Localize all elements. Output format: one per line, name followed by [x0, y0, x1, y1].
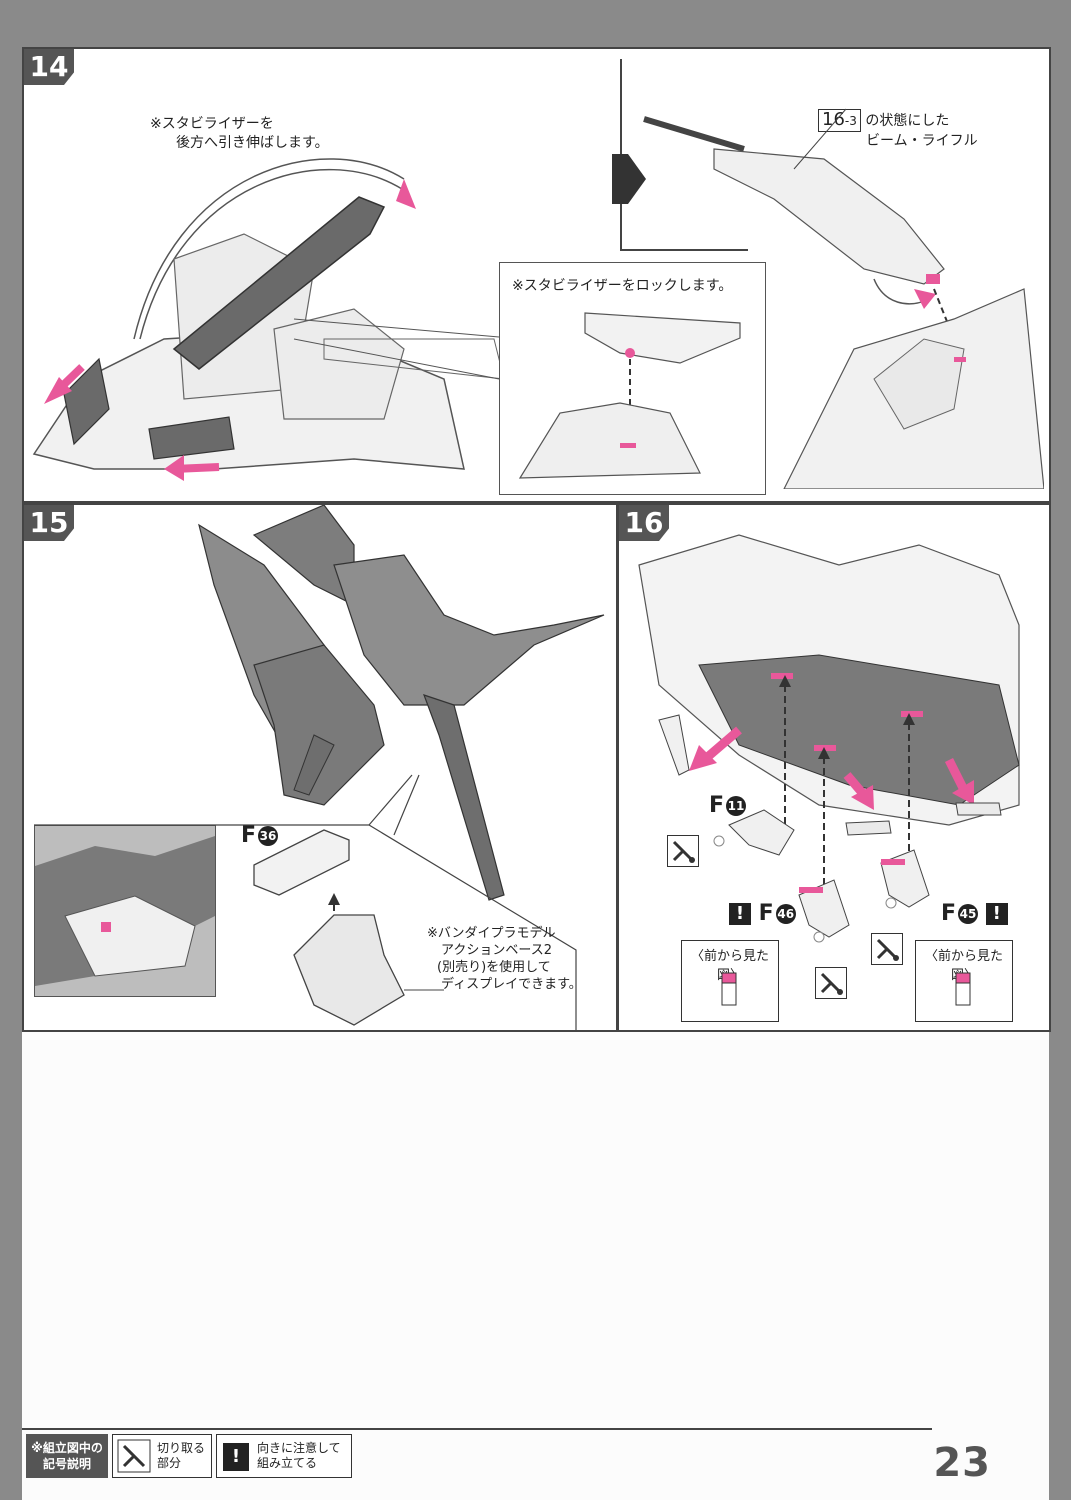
- step-number: 16: [619, 505, 669, 541]
- cut-mark-icon: [815, 967, 847, 999]
- cut-mark-icon: [667, 835, 699, 867]
- front-view-illustration: [955, 972, 971, 1006]
- warning-icon: !: [223, 1443, 249, 1471]
- step15-part-illustration: [253, 829, 444, 1026]
- step14-main-illustration: [32, 158, 505, 481]
- rifle-note: 16-3 の状態にした ビーム・ライフル: [818, 109, 978, 151]
- front-view-box-right: 〈前から見た図〉: [915, 940, 1013, 1022]
- action-base-note: ※バンダイプラモデル アクションベース2 (別売り)を使用して ディスプレイでき…: [427, 926, 582, 992]
- legend-title: ※組立図中の 記号説明: [26, 1434, 108, 1478]
- page-number: 23: [933, 1440, 991, 1486]
- legend-orientation-item: ! 向きに注意して 組み立てる: [216, 1434, 352, 1478]
- cut-mark-icon: [871, 933, 903, 965]
- front-view-illustration: [721, 972, 737, 1006]
- stand-mount-closeup: [35, 826, 215, 996]
- divider-line: [620, 249, 748, 251]
- step-number: 14: [24, 49, 74, 85]
- orientation-warning-icon: !: [985, 903, 1008, 925]
- front-view-box-left: 〈前から見た図〉: [681, 940, 779, 1022]
- step-number: 15: [24, 505, 74, 541]
- stand-detail-box: [34, 825, 216, 997]
- stabilizer-note: ※スタビライザーを 後方へ引き伸ばします。: [150, 116, 329, 151]
- step14-rifle-illustration: [643, 108, 1044, 489]
- lock-note: ※スタビライザーをロックします。: [512, 278, 733, 294]
- legend-cut-item: 切り取る 部分: [112, 1434, 212, 1478]
- step-14-panel: 14 ※スタビライザーを 後方へ引き伸ばします。 ※スタビライザーをロックします…: [22, 47, 1051, 503]
- bottom-rule: [22, 1428, 932, 1430]
- orientation-warning-icon: !: [729, 903, 751, 925]
- lock-detail-illustration: [518, 312, 741, 479]
- step16-main-illustration: [638, 534, 1020, 943]
- lock-detail-box: ※スタビライザーをロックします。: [499, 262, 766, 495]
- nipper-icon: [117, 1439, 151, 1473]
- next-step-arrow-icon: [612, 154, 646, 204]
- step-reference-tag: 16-3: [818, 109, 861, 132]
